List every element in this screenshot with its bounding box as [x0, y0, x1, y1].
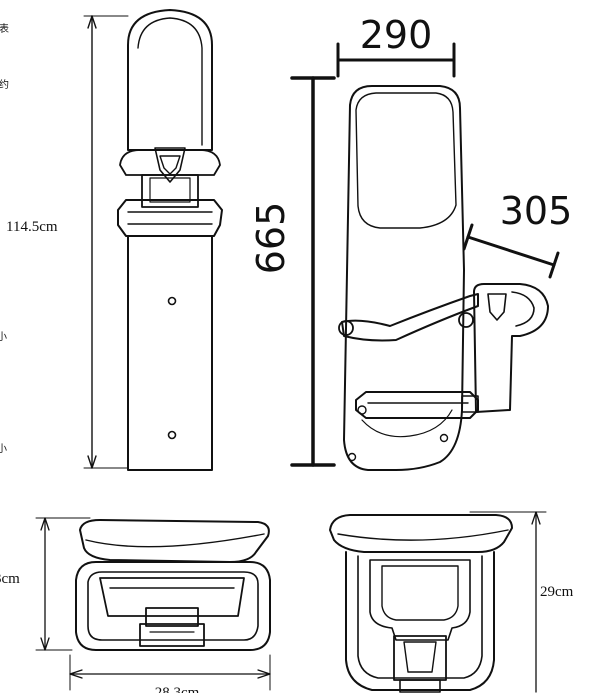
width-label: 290 [360, 13, 433, 57]
width-dimension: 290 [336, 13, 456, 78]
folded-side-view: 29cm [329, 511, 574, 693]
side-view: 114.5cm [6, 9, 223, 471]
edge-mark-2: 约 [0, 78, 9, 91]
edge-mark-4: 小 [0, 443, 7, 455]
height-dimension: 665 [249, 76, 336, 467]
edge-mark-1: 表 [0, 22, 9, 35]
depth-dimension: 305 [462, 189, 573, 279]
folded-height-dimension-left: 3cm [0, 517, 91, 651]
total-height-dimension: 114.5cm [6, 15, 129, 469]
total-height-label: 114.5cm [6, 219, 58, 235]
folded-height-label-left: 3cm [0, 571, 20, 587]
edge-marks: 表 约 小 小 [0, 22, 9, 455]
folded-width-label: 28.3cm [155, 685, 200, 693]
edge-mark-3: 小 [0, 331, 7, 343]
depth-label: 305 [500, 189, 573, 233]
folded-height-label-right: 29cm [540, 584, 574, 600]
mount-hole-lower [167, 430, 177, 440]
mount-hole-upper [167, 296, 177, 306]
height-label: 665 [249, 202, 293, 275]
folded-width-dimension: 28.3cm [69, 654, 271, 693]
folded-height-dimension-right: 29cm [469, 511, 574, 693]
perspective-view: 290 665 305 [249, 13, 573, 471]
folded-front-view: 3cm 28.3cm [0, 517, 271, 693]
